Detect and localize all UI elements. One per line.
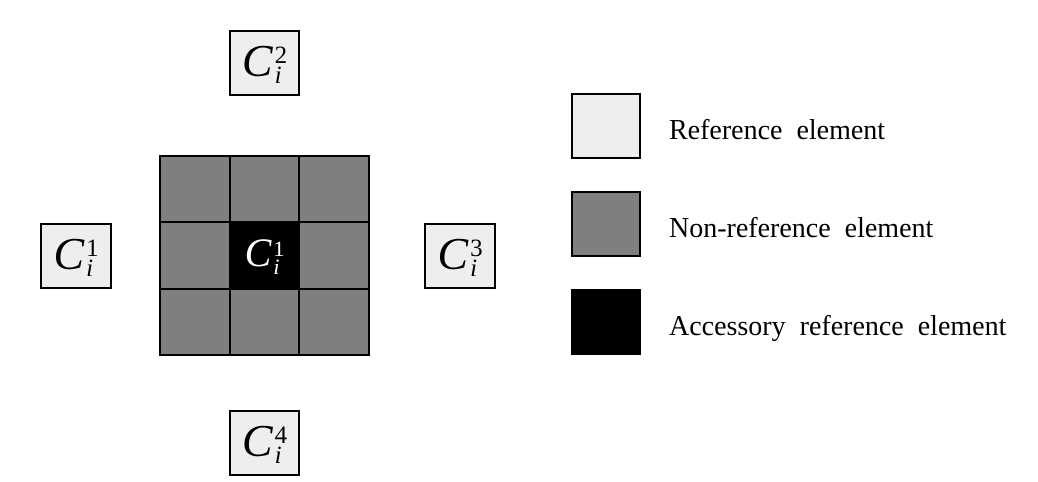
neighbor-label-bottom: C 4 i (241, 415, 288, 469)
math-scripts: 2 i (274, 41, 288, 89)
non-reference-swatch (571, 191, 641, 257)
legend-item-non-reference: Non-reference element (571, 191, 1006, 257)
math-scripts: 1 i (273, 236, 285, 280)
math-superscript: 1 (273, 236, 285, 262)
math-subscript: i (470, 255, 478, 282)
neighbor-box-right: C 3 i (424, 223, 496, 289)
legend-label: Accessory reference element (669, 311, 1007, 342)
stencil-grid: C 1 i (159, 155, 370, 356)
math-scripts: 3 i (470, 234, 483, 282)
legend-item-accessory: Accessory reference element (571, 289, 1006, 355)
legend-item-reference: Reference element (571, 93, 1006, 159)
grid-center-cell: C 1 i (230, 223, 299, 288)
legend-label: Non-reference element (669, 213, 934, 244)
math-subscript: i (274, 442, 282, 469)
math-superscript: 3 (470, 234, 483, 262)
legend: Reference element Non-reference element … (571, 93, 1006, 355)
math-superscript: 4 (274, 421, 288, 449)
legend-label: Reference element (669, 115, 886, 146)
neighbor-label-right: C 3 i (437, 228, 483, 282)
center-cell-label: C 1 i (244, 230, 285, 280)
math-subscript: i (273, 254, 280, 280)
neighbor-box-top: C 2 i (229, 30, 300, 96)
grid-cell (161, 223, 229, 288)
math-superscript: 1 (86, 234, 99, 262)
accessory-swatch (571, 289, 641, 355)
math-scripts: 4 i (274, 421, 288, 469)
neighbor-box-left: C 1 i (40, 223, 112, 289)
grid-cell (300, 223, 368, 288)
math-subscript: i (86, 255, 94, 282)
math-scripts: 1 i (86, 234, 99, 282)
grid-cell (300, 289, 368, 354)
math-subscript: i (274, 62, 282, 89)
math-base: C (241, 415, 273, 467)
math-base: C (244, 230, 272, 276)
grid-cell (161, 157, 229, 222)
grid-cell (161, 289, 229, 354)
grid-cell (300, 157, 368, 222)
neighbor-label-top: C 2 i (241, 35, 288, 89)
math-base: C (53, 228, 85, 280)
neighbor-box-bottom: C 4 i (229, 410, 300, 476)
math-base: C (437, 228, 469, 280)
grid-cell (230, 289, 299, 354)
reference-swatch (571, 93, 641, 159)
neighbor-label-left: C 1 i (53, 228, 99, 282)
math-base: C (241, 35, 273, 87)
math-superscript: 2 (274, 41, 288, 69)
grid-cell (230, 157, 299, 222)
